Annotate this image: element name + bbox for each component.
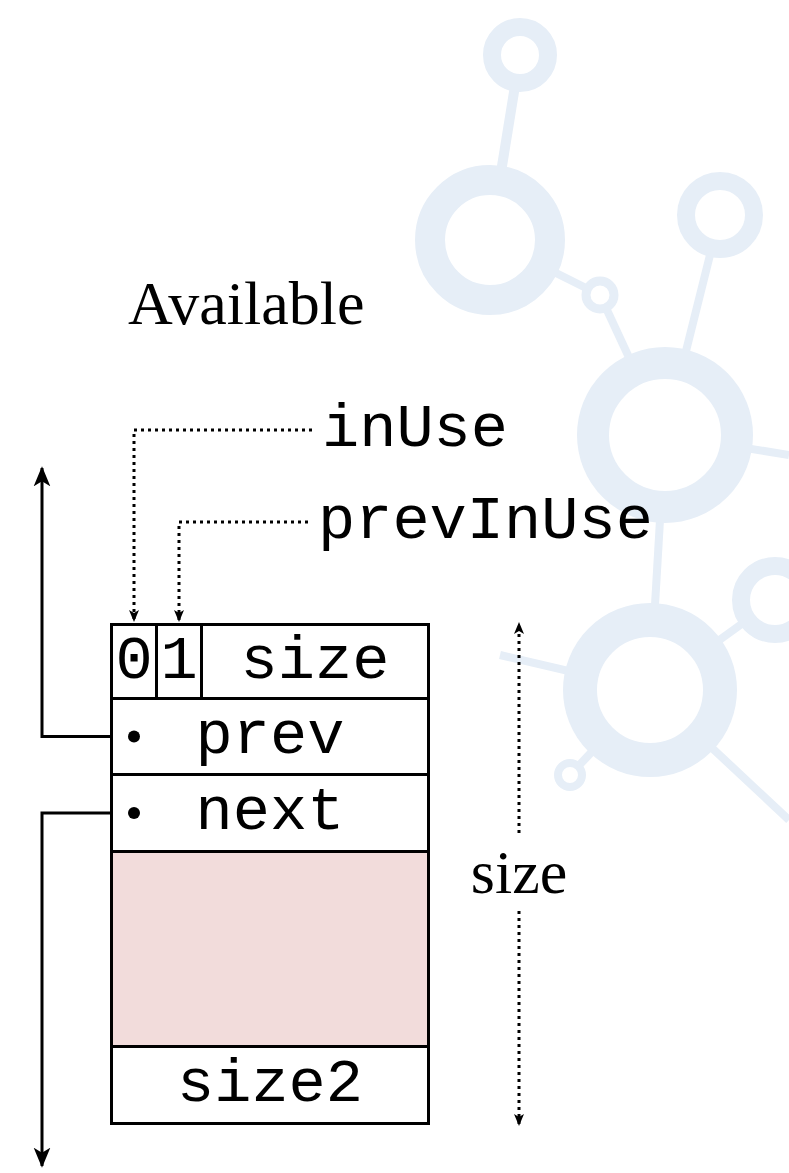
flag-cell: 0	[110, 623, 158, 700]
leader-line	[179, 522, 308, 621]
flag-cell: 1	[155, 623, 203, 700]
dimension-arrow	[518, 623, 521, 833]
field-callout: inUse	[322, 399, 508, 461]
field-label: prev	[196, 706, 345, 768]
field-label: size2	[177, 1054, 363, 1116]
pointer-field: next	[110, 773, 430, 853]
diagram-title: Available	[128, 272, 364, 334]
footer-size-field: size2	[110, 1045, 430, 1125]
field-label: next	[196, 782, 345, 844]
field-label: size	[241, 631, 390, 693]
size-field: size	[200, 623, 430, 700]
field-label: 1	[160, 631, 197, 693]
pointer-dot	[128, 807, 140, 819]
pointer-dot	[128, 731, 140, 743]
dimension-arrow	[518, 911, 521, 1125]
field-label: 0	[115, 631, 152, 693]
pointer-field: prev	[110, 697, 430, 776]
payload-area	[110, 850, 430, 1048]
dimension-label: size	[467, 839, 571, 905]
leader-line	[134, 430, 312, 621]
field-callout: prevInUse	[318, 491, 653, 553]
